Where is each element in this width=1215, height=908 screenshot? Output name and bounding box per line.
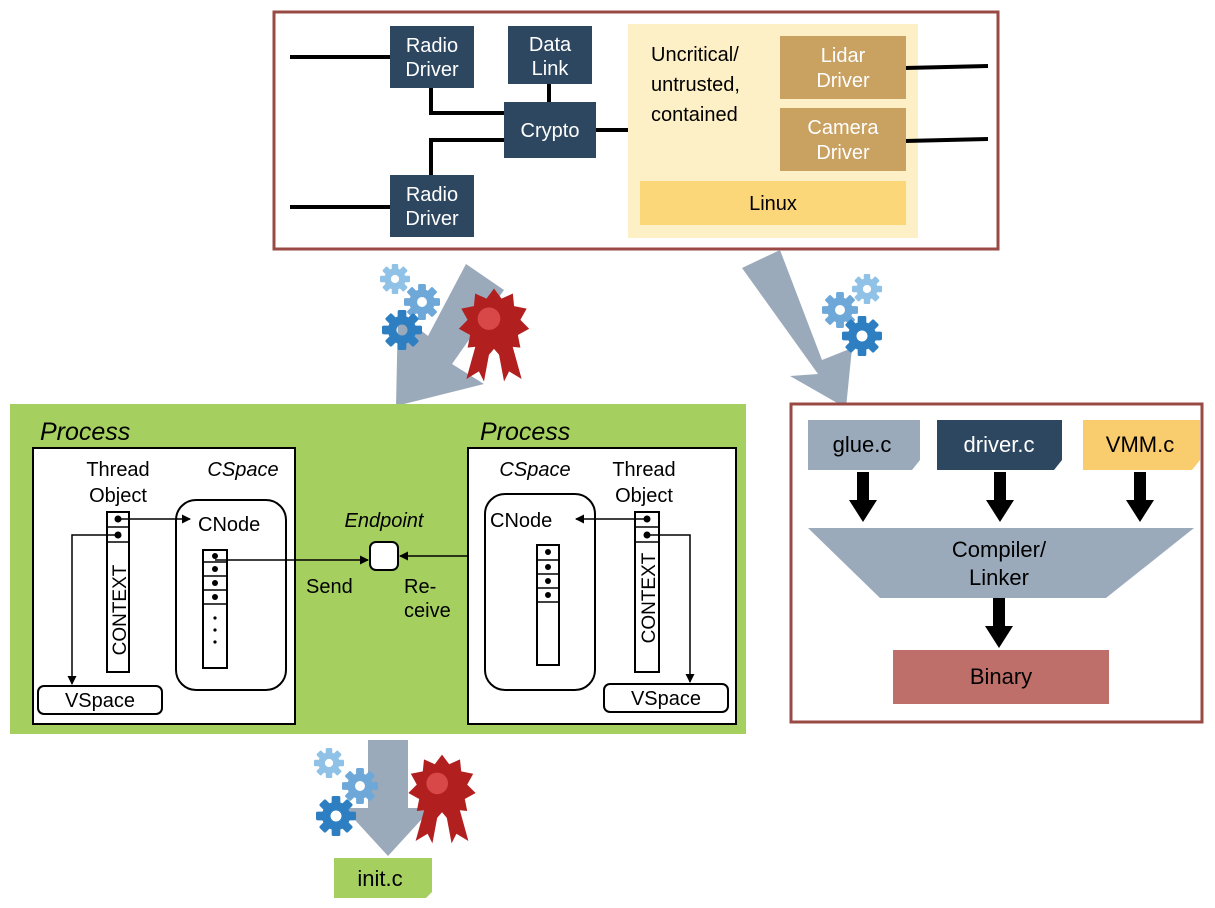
receive-label: Re- — [404, 576, 436, 598]
data-link-box — [508, 26, 592, 84]
right-cnode-label: CNode — [490, 510, 552, 532]
linux-label: Linux — [749, 193, 797, 215]
init-c-label: init.c — [357, 866, 402, 891]
camera-driver-label-2: Driver — [816, 142, 870, 164]
crypto-label: Crypto — [521, 120, 580, 142]
radio-driver-top-box — [390, 26, 474, 88]
binary-label: Binary — [970, 664, 1032, 689]
right-context-label: CONTEXT — [639, 552, 660, 643]
right-vspace-label: VSpace — [631, 688, 701, 710]
left-cspace-label: CSpace — [207, 459, 278, 481]
camera-driver-box — [780, 108, 906, 171]
vmm-c-label: VMM.c — [1106, 432, 1174, 457]
build-arrows — [849, 472, 1154, 648]
right-tcb — [634, 511, 660, 673]
seal-icon — [408, 754, 476, 844]
camera-driver-label: Camera — [807, 117, 879, 139]
gears-icon — [822, 274, 882, 356]
radio-driver-bottom-label-2: Driver — [405, 208, 459, 230]
endpoint-label: Endpoint — [345, 510, 425, 532]
compiler-label: Compiler/ — [952, 537, 1047, 562]
untrusted-label-2: untrusted, — [651, 74, 740, 96]
endpoint-box — [369, 541, 399, 571]
right-cnode-slots — [536, 544, 560, 666]
untrusted-label-3: contained — [651, 104, 738, 126]
untrusted-label: Uncritical/ — [651, 44, 739, 66]
radio-driver-top-label: Radio — [406, 35, 458, 57]
right-tcb-to-vspace-arrow — [647, 534, 695, 683]
lidar-driver-box — [780, 36, 906, 99]
radio-driver-bottom-label: Radio — [406, 184, 458, 206]
glue-c-file — [808, 420, 920, 470]
send-label: Send — [306, 576, 353, 598]
driver-c-file — [937, 420, 1062, 470]
right-vspace-box — [603, 683, 729, 713]
left-vspace-label: VSpace — [65, 690, 135, 712]
linux-box — [640, 181, 906, 225]
left-context-label: CONTEXT — [110, 564, 131, 655]
radio-driver-top-label-2: Driver — [405, 59, 459, 81]
left-thread-object-label-2: Object — [89, 485, 147, 507]
binary-box — [893, 650, 1109, 704]
left-tcb-to-vspace-arrow — [67, 534, 118, 685]
receive-label-2: ceive — [404, 600, 451, 622]
connection-lines — [290, 55, 989, 209]
arrow-to-init — [344, 740, 432, 856]
compiler-linker-block — [808, 528, 1194, 598]
linker-label: Linker — [969, 565, 1029, 590]
driver-c-label: driver.c — [964, 432, 1035, 457]
lidar-driver-label: Lidar — [821, 45, 866, 67]
glue-c-label: glue.c — [833, 432, 892, 457]
radio-driver-bottom-box — [390, 175, 474, 237]
data-link-label: Data — [529, 34, 572, 56]
left-tcb — [106, 511, 130, 673]
arrow-to-build — [742, 250, 852, 408]
right-thread-object-label-2: Object — [615, 485, 673, 507]
left-cnode-label: CNode — [198, 514, 260, 536]
right-thread-object-label: Thread — [612, 459, 675, 481]
left-process-title: Process — [40, 418, 130, 446]
vmm-c-file — [1083, 420, 1200, 470]
left-vspace-box — [37, 685, 163, 715]
init-c-file — [334, 858, 432, 898]
lidar-driver-label-2: Driver — [816, 70, 870, 92]
right-cspace-label: CSpace — [499, 459, 570, 481]
data-link-label-2: Link — [532, 58, 570, 80]
left-thread-object-label: Thread — [86, 459, 149, 481]
crypto-box — [504, 102, 596, 158]
right-process-title: Process — [480, 418, 570, 446]
